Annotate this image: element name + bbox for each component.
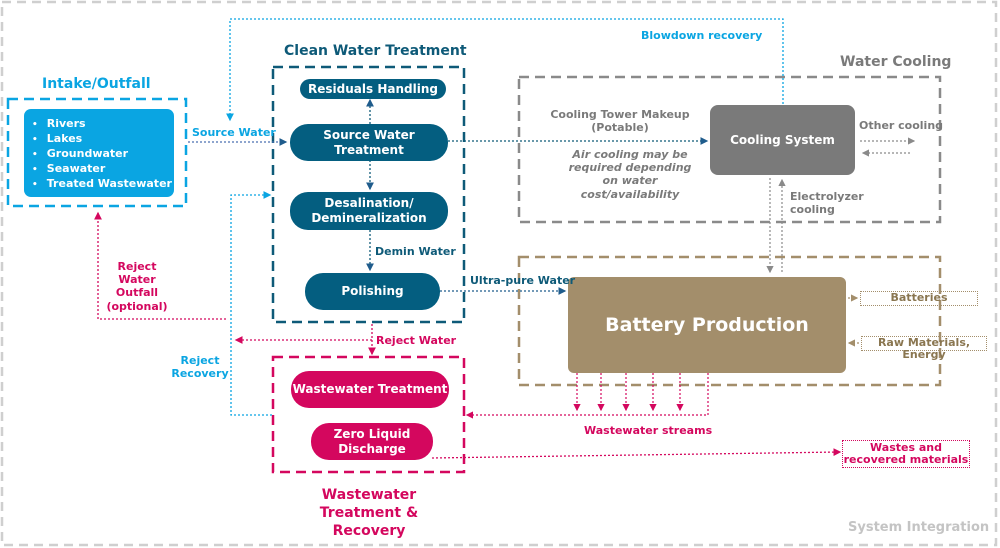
desalination-node[interactable]: Desalination/ Demineralization — [290, 192, 448, 230]
source-item: Lakes — [46, 132, 174, 147]
wastewater-streams-label: Wastewater streams — [584, 424, 713, 437]
clean-water-title: Clean Water Treatment — [284, 43, 467, 59]
water-cooling-title: Water Cooling — [840, 54, 952, 70]
source-water-label: Source Water — [192, 126, 276, 139]
source-water-treatment-node[interactable]: Source Water Treatment — [290, 124, 448, 161]
demin-water-label: Demin Water — [375, 245, 456, 258]
blowdown-recovery-label: Blowdown recovery — [641, 29, 763, 42]
system-integration-label: System Integration — [848, 520, 990, 535]
reject-outfall-label: Reject Water Outfall (optional) — [106, 260, 168, 313]
wastewater-treatment-node[interactable]: Wastewater Treatment — [291, 371, 449, 408]
intake-sources-box: Rivers Lakes Groundwater Seawater Treate… — [24, 109, 174, 197]
raw-materials-input: Raw Materials, Energy — [861, 336, 987, 361]
reject-water-label: Reject Water — [376, 334, 457, 347]
source-item: Rivers — [46, 117, 174, 132]
electrolyzer-cooling-label: Electrolyzer cooling — [790, 190, 864, 217]
wastes-output: Wastes and recovered materials — [842, 440, 970, 468]
source-item: Treated Wastewater — [46, 177, 174, 192]
intake-title: Intake/Outfall — [42, 76, 151, 92]
polishing-node[interactable]: Polishing — [305, 273, 440, 310]
other-cooling-label: Other cooling — [859, 119, 944, 132]
blowdown-recovery-flow — [226, 18, 784, 122]
wastes-flow — [431, 448, 842, 459]
battery-production-node[interactable]: Battery Production — [568, 277, 846, 373]
intake-group-border — [6, 97, 188, 208]
ultra-pure-water-label: Ultra-pure Water — [470, 274, 576, 287]
cooling-system-node[interactable]: Cooling System — [710, 105, 855, 175]
cooling-makeup-label: Cooling Tower Makeup (Potable) — [550, 108, 690, 135]
wastewater-group-border — [271, 355, 466, 474]
reject-outfall-flow — [94, 211, 226, 320]
source-item: Seawater — [46, 162, 174, 177]
reject-recovery-label: Reject Recovery — [171, 354, 229, 381]
zero-liquid-discharge-node[interactable]: Zero Liquid Discharge — [311, 423, 433, 460]
wastewater-title: Wastewater Treatment & Recovery — [319, 487, 419, 539]
batteries-output: Batteries — [860, 291, 978, 306]
battery-group-border — [517, 255, 942, 387]
reject-recovery-flow — [230, 191, 272, 416]
wastewater-streams — [465, 373, 709, 419]
air-cooling-note: Air cooling may be required depending on… — [568, 148, 692, 201]
residuals-handling-node[interactable]: Residuals Handling — [300, 79, 446, 99]
source-item: Groundwater — [46, 147, 174, 162]
water-cooling-group-border — [517, 75, 942, 224]
